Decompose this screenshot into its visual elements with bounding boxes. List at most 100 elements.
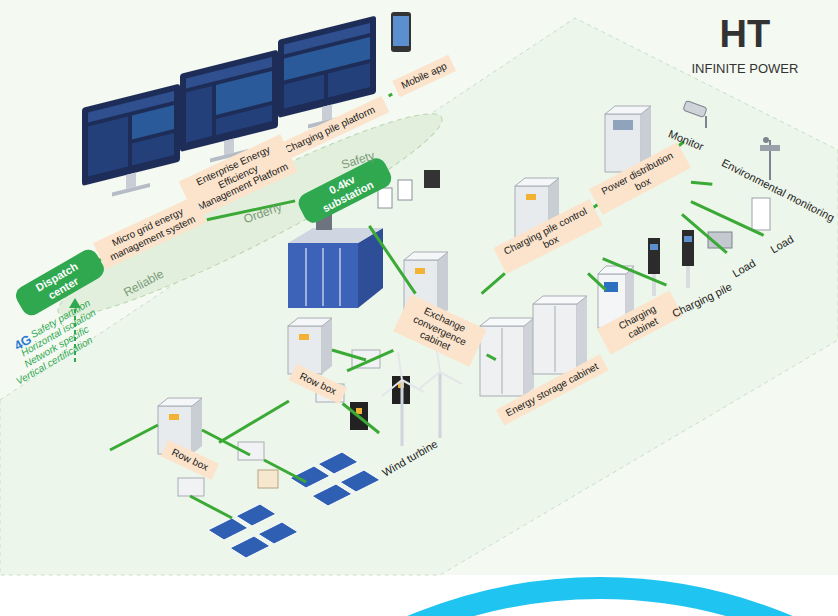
solar-panel (318, 452, 358, 474)
turbine-pole (439, 372, 442, 438)
screen-panel (132, 105, 174, 139)
monitor-screen (82, 84, 180, 204)
charging-pile (682, 230, 694, 266)
substation-front (288, 243, 358, 308)
bus-line (219, 401, 289, 442)
pile-post (686, 266, 690, 288)
turbine-blade (440, 372, 462, 384)
door-line (306, 248, 307, 306)
meter-icon (378, 188, 392, 208)
cabinet-top (480, 318, 534, 326)
door-line (323, 248, 324, 306)
cabinet-side (192, 398, 202, 454)
screen (82, 84, 180, 186)
solar-panel (258, 522, 298, 544)
phone (391, 12, 411, 52)
solar-panel (340, 470, 380, 492)
cabinet-top (404, 252, 448, 260)
screen-panel (186, 86, 212, 142)
combiner-box (258, 470, 278, 488)
cabinet-screen (604, 282, 618, 292)
turbine-pole (401, 380, 404, 446)
bus-line (487, 355, 496, 360)
cabinet-vent (613, 120, 633, 130)
bus-line (389, 94, 393, 96)
cabinet-sign (299, 334, 309, 340)
bus-line (682, 214, 727, 253)
cyan-ring (116, 588, 838, 616)
meter-icon (424, 170, 440, 188)
converter-light (356, 408, 362, 414)
door-line (340, 248, 341, 306)
phone-screen (393, 16, 409, 46)
door-line (555, 306, 556, 372)
bus-line (347, 350, 393, 370)
feeder-wire (332, 350, 366, 360)
cabinet-front (533, 304, 577, 374)
pile-screen (650, 244, 658, 250)
solar-panel (230, 536, 270, 558)
cabinet-top (605, 106, 651, 114)
cabinet-front (288, 326, 322, 374)
cabinet-sign (526, 194, 536, 200)
cabinet-top (158, 398, 202, 406)
cabinet-top (515, 178, 559, 186)
logo-mark: HT (720, 13, 771, 56)
monitor-base (112, 183, 150, 196)
weather-sensor (763, 137, 769, 143)
bus-line (691, 202, 764, 236)
door-line (502, 328, 503, 394)
substation-top (288, 228, 383, 243)
logo-tagline: INFINITE POWER (692, 61, 799, 76)
solar-panel (208, 518, 248, 540)
bus-line (691, 182, 712, 184)
weather-sensor (760, 145, 780, 151)
cabinet-top (533, 296, 587, 304)
solar-array (208, 452, 380, 558)
turbine-blade (420, 372, 440, 388)
camera (683, 101, 707, 118)
monitor-stand (126, 173, 136, 189)
cabinet-sign (169, 414, 179, 420)
screen-panel (132, 133, 174, 165)
pile-post (652, 274, 656, 296)
background (0, 0, 838, 575)
bus-line (343, 404, 380, 433)
floor-plane (0, 18, 838, 575)
charging-pile (648, 238, 660, 274)
screen-panel (216, 105, 272, 135)
screen-panel (88, 117, 128, 177)
turbine-blade (402, 380, 424, 392)
screen-panel (328, 63, 370, 97)
feeder-wire (190, 496, 232, 518)
monitor-stand (224, 139, 234, 155)
cabinet-side (322, 318, 332, 374)
feeder-wire (110, 425, 158, 450)
solar-panel (312, 484, 352, 506)
screen (278, 16, 376, 118)
storage-cabinet (533, 296, 587, 374)
wind-turbine (382, 344, 462, 446)
camera-mount (705, 116, 707, 128)
feeder-wire (264, 460, 306, 482)
bus-line (588, 273, 606, 290)
feeder-wire (202, 430, 250, 455)
bus-line (482, 273, 505, 293)
screen (180, 50, 278, 152)
turbine-blade (398, 352, 402, 380)
load-box (752, 198, 770, 230)
cabinet-top (288, 318, 332, 326)
bus-line (603, 259, 667, 285)
storage-cabinet (480, 318, 534, 396)
cabinet-front (480, 326, 524, 396)
screen-panel (284, 75, 324, 109)
phone-body (391, 12, 411, 52)
meter-icon (398, 180, 412, 200)
turbine-blade (382, 380, 402, 396)
inverter (178, 478, 204, 496)
solar-panel (236, 504, 276, 526)
cabinet-sign (415, 268, 425, 274)
bus-line (369, 226, 415, 294)
pile-screen (684, 236, 692, 242)
